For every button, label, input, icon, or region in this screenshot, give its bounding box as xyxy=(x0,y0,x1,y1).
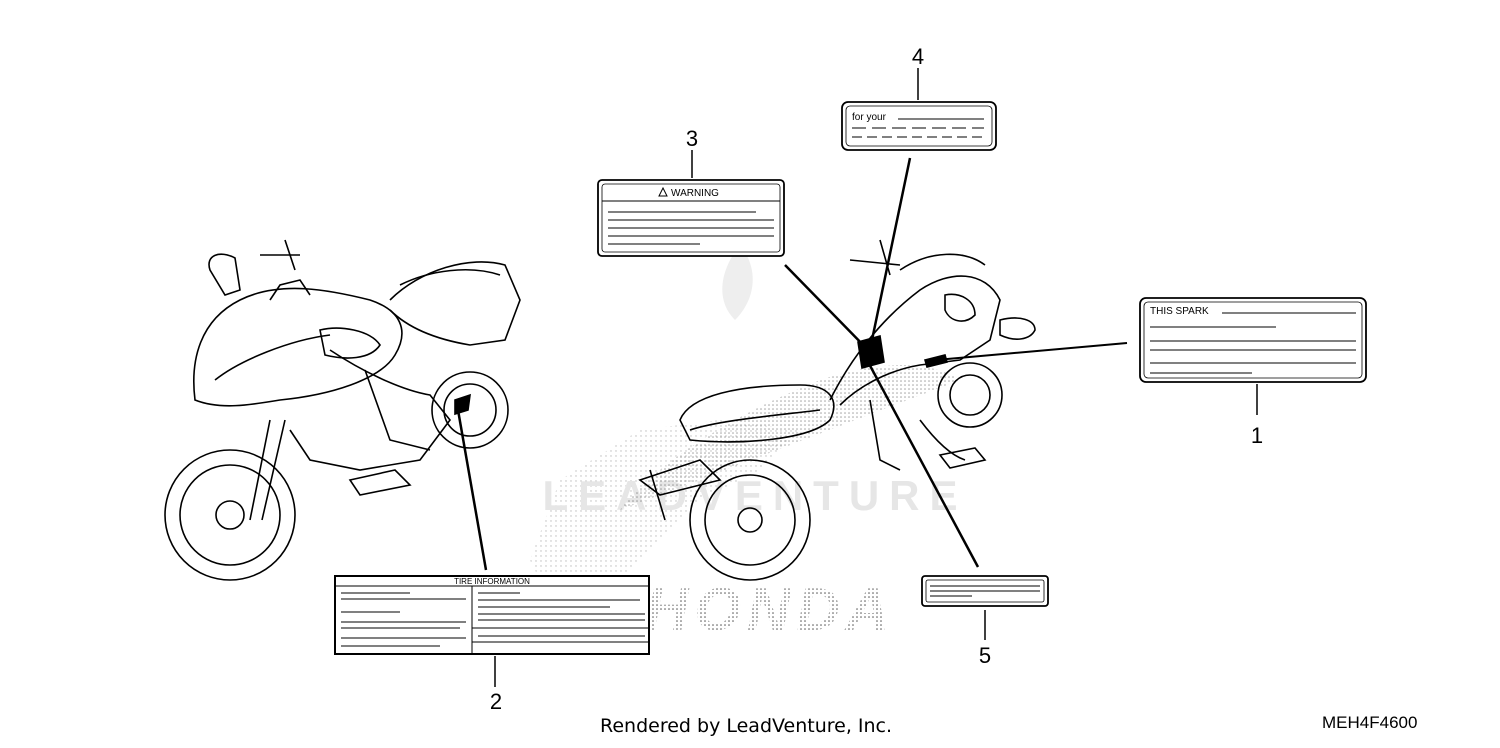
spark-label-text: THIS SPARK xyxy=(1150,306,1209,317)
motorcycle-right xyxy=(620,239,1036,581)
label-for-your: for your xyxy=(841,101,997,151)
callout-3: 3 xyxy=(686,126,698,151)
leader-lines xyxy=(456,68,1258,687)
diagram-code: MEH4F4600 xyxy=(1322,713,1418,732)
warning-label-text: WARNING xyxy=(671,188,719,199)
label-tire-information: TIRE INFORMATION xyxy=(334,575,650,655)
callouts: 1 2 3 4 5 xyxy=(490,44,1263,714)
rendered-by-text: Rendered by LeadVenture, Inc. xyxy=(600,715,893,737)
callout-2: 2 xyxy=(490,689,502,714)
label-5 xyxy=(921,575,1049,607)
callout-5: 5 xyxy=(979,643,991,668)
callout-4: 4 xyxy=(912,44,924,69)
label-warning: WARNING xyxy=(597,179,785,257)
for-your-label-text: for your xyxy=(852,112,887,123)
motorcycle-left xyxy=(164,239,521,581)
label-spark: THIS SPARK xyxy=(1139,297,1367,383)
honda-watermark: HONDA xyxy=(645,576,895,643)
tire-label-text: TIRE INFORMATION xyxy=(454,577,530,586)
callout-1: 1 xyxy=(1251,423,1263,448)
warning-triangle-icon xyxy=(658,186,668,197)
watermark-text: LEADVENTURE xyxy=(542,472,967,519)
flame-mark xyxy=(722,245,753,320)
